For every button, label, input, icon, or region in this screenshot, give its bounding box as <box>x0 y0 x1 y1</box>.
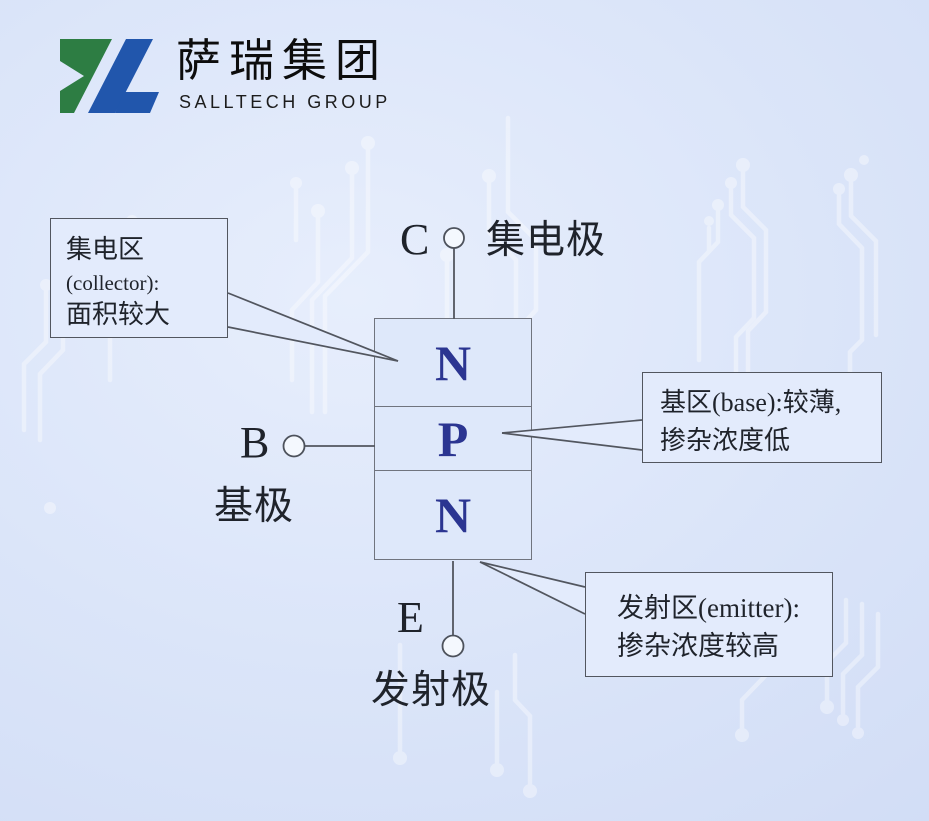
collector-callout-line: 集电区 <box>66 235 145 264</box>
emitter-terminal-label: 发射极 <box>371 669 492 712</box>
base-callout-line: 基区(base):较薄, <box>660 388 842 417</box>
emitter-terminal-dot <box>441 634 465 658</box>
logo-name-en: SALLTECH GROUP <box>179 92 391 112</box>
logo-blue-slash <box>88 39 153 113</box>
logo-green-shape <box>60 39 112 113</box>
base-terminal-letter: B <box>240 418 270 467</box>
collector-n-region: N <box>374 318 532 407</box>
logo-name-cn: 萨瑞集团 <box>176 36 389 86</box>
logo-blue-foot <box>115 92 159 113</box>
npn-transistor-stack: N P N <box>374 318 532 560</box>
emitter-terminal-letter: E <box>397 593 424 642</box>
collector-callout-tail <box>227 292 399 362</box>
emitter-callout-box: 发射区(emitter): 掺杂浓度较高 <box>585 572 833 677</box>
emitter-n-region: N <box>374 470 532 560</box>
collector-callout-box: 集电区 (collector): 面积较大 <box>50 218 228 338</box>
base-terminal-dot <box>282 434 306 458</box>
collector-terminal-label: 集电极 <box>486 219 607 262</box>
collector-terminal-dot <box>443 227 465 249</box>
base-callout-box: 基区(base):较薄, 掺杂浓度低 <box>642 372 882 463</box>
emitter-callout-line: 掺杂浓度较高 <box>617 631 779 661</box>
base-callout-line: 掺杂浓度低 <box>660 426 791 455</box>
salltech-logo-icon <box>60 39 159 113</box>
collector-terminal-letter: C <box>400 215 430 264</box>
base-region-letter: P <box>437 410 469 467</box>
emitter-region-letter: N <box>434 487 472 543</box>
collector-callout-line: (collector): <box>66 271 160 295</box>
emitter-callout-tail <box>479 561 586 615</box>
base-terminal-label: 基极 <box>214 485 295 528</box>
base-p-region: P <box>374 405 532 472</box>
collector-region-letter: N <box>434 334 472 391</box>
emitter-callout-line: 发射区(emitter): <box>617 593 800 623</box>
collector-callout-line: 面积较大 <box>66 300 171 329</box>
